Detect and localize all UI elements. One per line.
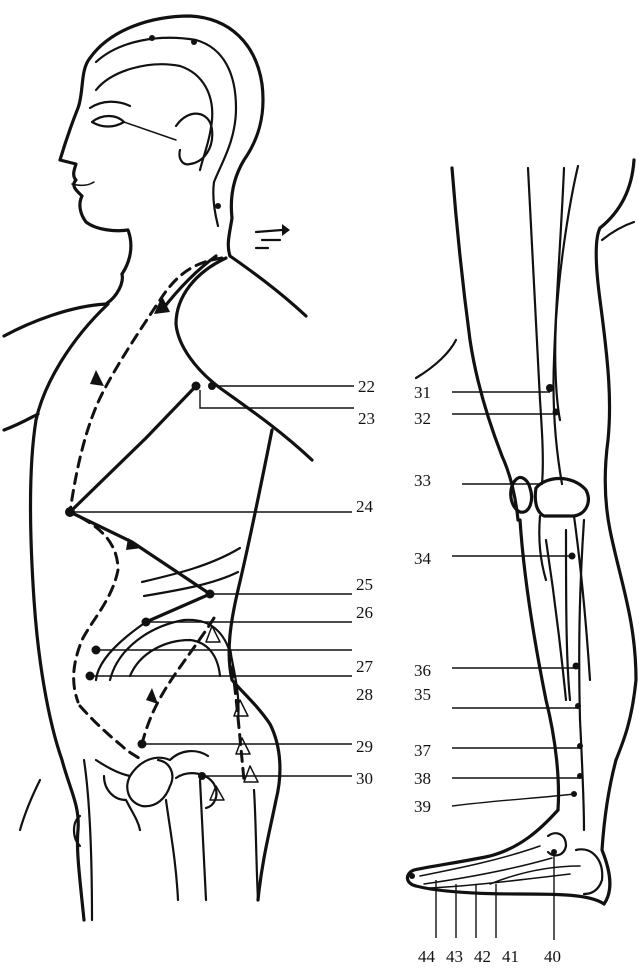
femur-shaft-left — [166, 800, 178, 900]
leg-figure — [407, 160, 636, 904]
point-31 — [546, 384, 554, 392]
greater-trochanter — [176, 773, 216, 808]
thigh-meridian — [555, 166, 578, 420]
shoulder-line — [4, 274, 122, 336]
lower-left-curve — [20, 780, 40, 830]
leader-23 — [200, 390, 354, 408]
label-39: 39 — [414, 797, 431, 816]
head-meridian-line — [96, 38, 236, 226]
waist-band-lower — [144, 572, 238, 596]
triangle-marker-1 — [206, 626, 220, 642]
head-point-2 — [191, 39, 197, 45]
dashed-meridian-lower — [80, 706, 142, 760]
ankle-bone — [548, 833, 566, 855]
eyebrow — [90, 102, 130, 108]
knee-side-stub — [416, 340, 456, 378]
torso-figure — [4, 16, 312, 920]
neck-point — [215, 203, 221, 209]
ear — [176, 114, 212, 165]
torso-front — [31, 304, 109, 920]
label-37: 37 — [414, 741, 432, 760]
dashed-meridian-hip — [142, 618, 214, 744]
label-25: 25 — [356, 575, 373, 594]
leg-labels: 31 32 33 34 36 35 37 38 39 44 43 42 41 4… — [414, 383, 561, 966]
meridian-25-to-26 — [146, 594, 210, 622]
neck-back — [230, 256, 306, 316]
calf-inner — [546, 540, 566, 700]
torso-labels: 22 23 24 25 26 27 28 29 30 — [356, 377, 375, 788]
tibia-top — [539, 516, 546, 580]
label-31: 31 — [414, 383, 431, 402]
label-42: 42 — [474, 947, 491, 966]
thigh-back-outline — [596, 160, 636, 760]
head-point-1 — [149, 35, 155, 41]
label-26: 26 — [356, 603, 373, 622]
label-43: 43 — [446, 947, 463, 966]
dashed-buttock — [230, 650, 244, 780]
leg-front-outline — [84, 760, 92, 920]
label-30: 30 — [356, 769, 373, 788]
label-33: 33 — [414, 471, 431, 490]
pelvis-inner — [130, 640, 220, 676]
label-40: 40 — [544, 947, 561, 966]
label-29: 29 — [356, 737, 373, 756]
back-outline — [176, 258, 312, 460]
label-44: 44 — [418, 947, 436, 966]
arrow-hip-up — [146, 688, 158, 704]
left-arm-stub — [4, 414, 38, 430]
thigh-back-line — [602, 222, 634, 240]
calf-back — [602, 760, 616, 904]
triangle-marker-4 — [244, 766, 258, 782]
label-22: 22 — [358, 377, 375, 396]
triangle-marker-3 — [236, 738, 250, 754]
label-34: 34 — [414, 549, 432, 568]
label-41: 41 — [502, 947, 519, 966]
femur-front — [528, 168, 543, 484]
femur-shaft-right — [200, 780, 206, 900]
leader-39 — [452, 794, 574, 806]
label-23: 23 — [358, 409, 375, 428]
meridian-24-to-25 — [70, 512, 210, 594]
eye-to-ear-line — [124, 122, 176, 140]
label-28: 28 — [356, 685, 373, 704]
thigh-front-outline — [452, 168, 518, 520]
shin-front — [520, 520, 559, 810]
eye — [92, 116, 124, 127]
neck-exit-mark — [256, 230, 282, 248]
arrow-diag-24 — [126, 538, 142, 550]
label-35: 35 — [414, 685, 431, 704]
arrow-down-chest — [90, 370, 104, 386]
thigh-back — [254, 790, 258, 900]
toe-tip — [409, 873, 415, 879]
label-36: 36 — [414, 661, 431, 680]
meridian-22-to-24 — [70, 386, 196, 512]
point-22 — [192, 382, 201, 391]
neck-exit-arrow — [282, 224, 290, 236]
label-38: 38 — [414, 769, 431, 788]
solid-meridian-back — [162, 256, 216, 310]
skull-outline — [90, 16, 263, 256]
leg-acupoints — [546, 384, 583, 855]
toe-bones-1 — [420, 846, 540, 876]
label-32: 32 — [414, 409, 431, 428]
label-27: 27 — [356, 657, 374, 676]
heel — [576, 849, 602, 894]
back-lower — [229, 430, 280, 900]
meridian-26-to-28 — [96, 622, 146, 680]
label-24: 24 — [356, 497, 374, 516]
